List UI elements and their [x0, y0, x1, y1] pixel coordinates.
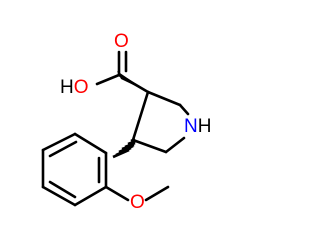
hydroxyl-oxygen: O	[74, 77, 89, 98]
bond-ar1-ar2	[73, 132, 108, 155]
bond-ar6-o	[104, 185, 130, 202]
bond-c5-c4	[131, 138, 168, 154]
amine-nitrogen: N	[184, 116, 198, 137]
bond-c3-c2	[146, 90, 182, 107]
amine-hydrogen: H	[198, 116, 212, 137]
aromatic-inner-b	[48, 180, 77, 199]
bond-ar4-ar5	[41, 185, 77, 207]
bond-ar2-ar3	[41, 132, 77, 152]
bond-c-oh	[95, 73, 121, 86]
bond-o-ch3	[144, 185, 170, 202]
methoxy-oxygen-label: O	[130, 192, 145, 213]
wedge-bond-c3-cooh	[117, 71, 148, 92]
bond-n1-c5	[164, 136, 186, 154]
hydroxyl-hydrogen: H	[60, 77, 74, 98]
bond-c4-c3	[131, 90, 150, 142]
bond-ar5-ar6	[73, 185, 108, 207]
bond-c2-n1	[178, 103, 190, 116]
chemical-structure: O HO NH O	[41, 31, 211, 213]
hydroxyl-label: HO	[60, 77, 89, 98]
aromatic-inner-a	[48, 140, 78, 158]
amine-label: NH	[184, 116, 211, 137]
carbonyl-oxygen-label: O	[114, 31, 129, 52]
hashed-bond-c4-aryl	[112, 137, 137, 159]
